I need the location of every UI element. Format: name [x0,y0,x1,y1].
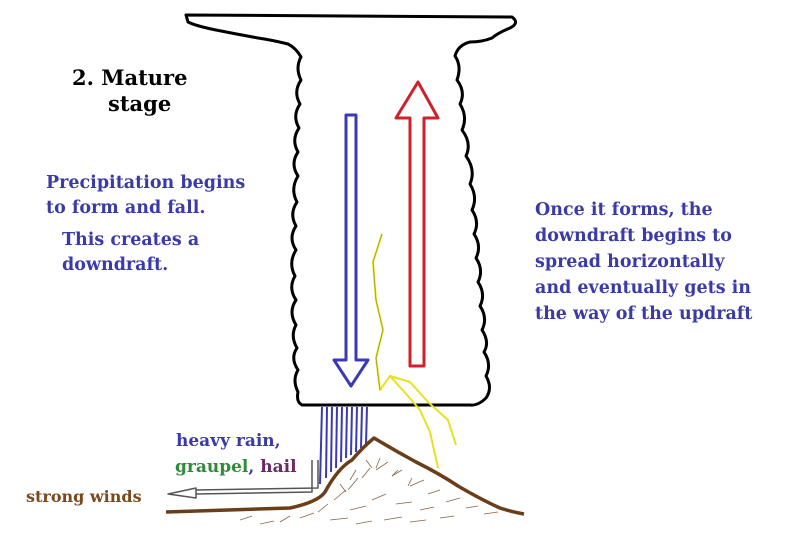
updraft-arrow [394,80,440,368]
precip-label-rain: heavy rain, [176,431,281,451]
stage-title-line2: stage [108,91,172,116]
precip-label-line2: graupel, hail [175,459,297,476]
right-text-line4: and eventually gets in [535,278,752,298]
graupel-label: graupel [175,457,249,477]
left-text-line3: This creates a [62,230,200,250]
left-text-line4: downdraft. [62,255,169,275]
comma-separator: , [248,457,261,477]
right-text-line1: Once it forms, the [535,200,713,220]
hail-label: hail [260,457,297,477]
thunderstorm-cloud [184,13,517,407]
outflow-arrow [167,460,319,499]
right-text-line5: the way of the updraft [535,304,753,324]
downdraft-arrow [332,113,370,388]
right-text-line3: spread horizontally [535,252,725,272]
strong-winds-label: strong winds [26,487,142,506]
left-text-line2: to form and fall. [46,198,206,218]
ground-hill [165,436,525,516]
left-text-line1: Precipitation begins [46,173,246,193]
rain-shaft [319,406,368,485]
stage-title-line1: 2. Mature [72,65,188,90]
right-text-line2: downdraft begins to [535,226,732,246]
ground-texture [239,457,499,525]
